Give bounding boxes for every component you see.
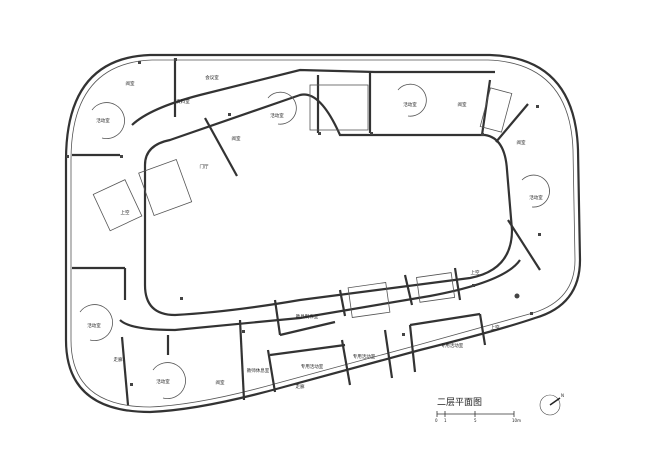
scale-label: 5 bbox=[474, 418, 477, 423]
north-label: N bbox=[561, 393, 564, 398]
room-label: 上空 bbox=[471, 269, 480, 276]
north-arrow-icon: N bbox=[539, 393, 564, 416]
room-label: 阅室 bbox=[458, 101, 467, 108]
room-label: 活动室 bbox=[403, 101, 417, 108]
plan-title: 二层平面图 bbox=[437, 397, 482, 408]
room-label: 专用活动室 bbox=[441, 342, 464, 349]
room-label: 阅室 bbox=[126, 80, 135, 87]
outer-wall bbox=[64, 53, 582, 414]
room-label: 活动室 bbox=[156, 378, 170, 385]
room-label: 活动室 bbox=[96, 117, 110, 124]
room-label: 资料室 bbox=[176, 98, 190, 105]
scale-bar: 0 1 5 10m bbox=[435, 411, 521, 423]
columns bbox=[66, 58, 541, 386]
courtyard-void bbox=[143, 93, 514, 317]
scale-label: 1 bbox=[444, 418, 447, 423]
room-label: 教具制作室 bbox=[296, 313, 319, 320]
room-labels: 阅室 会议室 资料室 活动室 活动室 阅室 门厅 上空 活动室 阅室 阅室 活动… bbox=[87, 74, 543, 390]
room-label: 活动室 bbox=[87, 322, 101, 329]
stairs bbox=[92, 84, 513, 318]
room-label: 阅室 bbox=[517, 139, 526, 146]
room-label: 阅室 bbox=[216, 379, 225, 386]
partitions bbox=[72, 58, 541, 406]
activity-seating bbox=[79, 83, 550, 399]
room-label: 活动室 bbox=[529, 194, 543, 201]
room-label: 上空 bbox=[491, 324, 500, 331]
room-label: 阅室 bbox=[232, 135, 241, 142]
room-label: 专用活动室 bbox=[353, 353, 376, 360]
room-label: 走廊 bbox=[114, 356, 123, 363]
scale-label: 10m bbox=[512, 418, 521, 423]
room-label: 门厅 bbox=[200, 163, 209, 170]
room-label: 会议室 bbox=[205, 74, 219, 81]
room-label: 走廊 bbox=[296, 383, 305, 390]
room-label: 专用活动室 bbox=[301, 363, 324, 370]
room-label: 教师休息室 bbox=[247, 367, 270, 374]
room-label: 活动室 bbox=[270, 112, 284, 119]
scale-label: 0 bbox=[435, 418, 438, 423]
room-label: 上空 bbox=[121, 209, 130, 216]
